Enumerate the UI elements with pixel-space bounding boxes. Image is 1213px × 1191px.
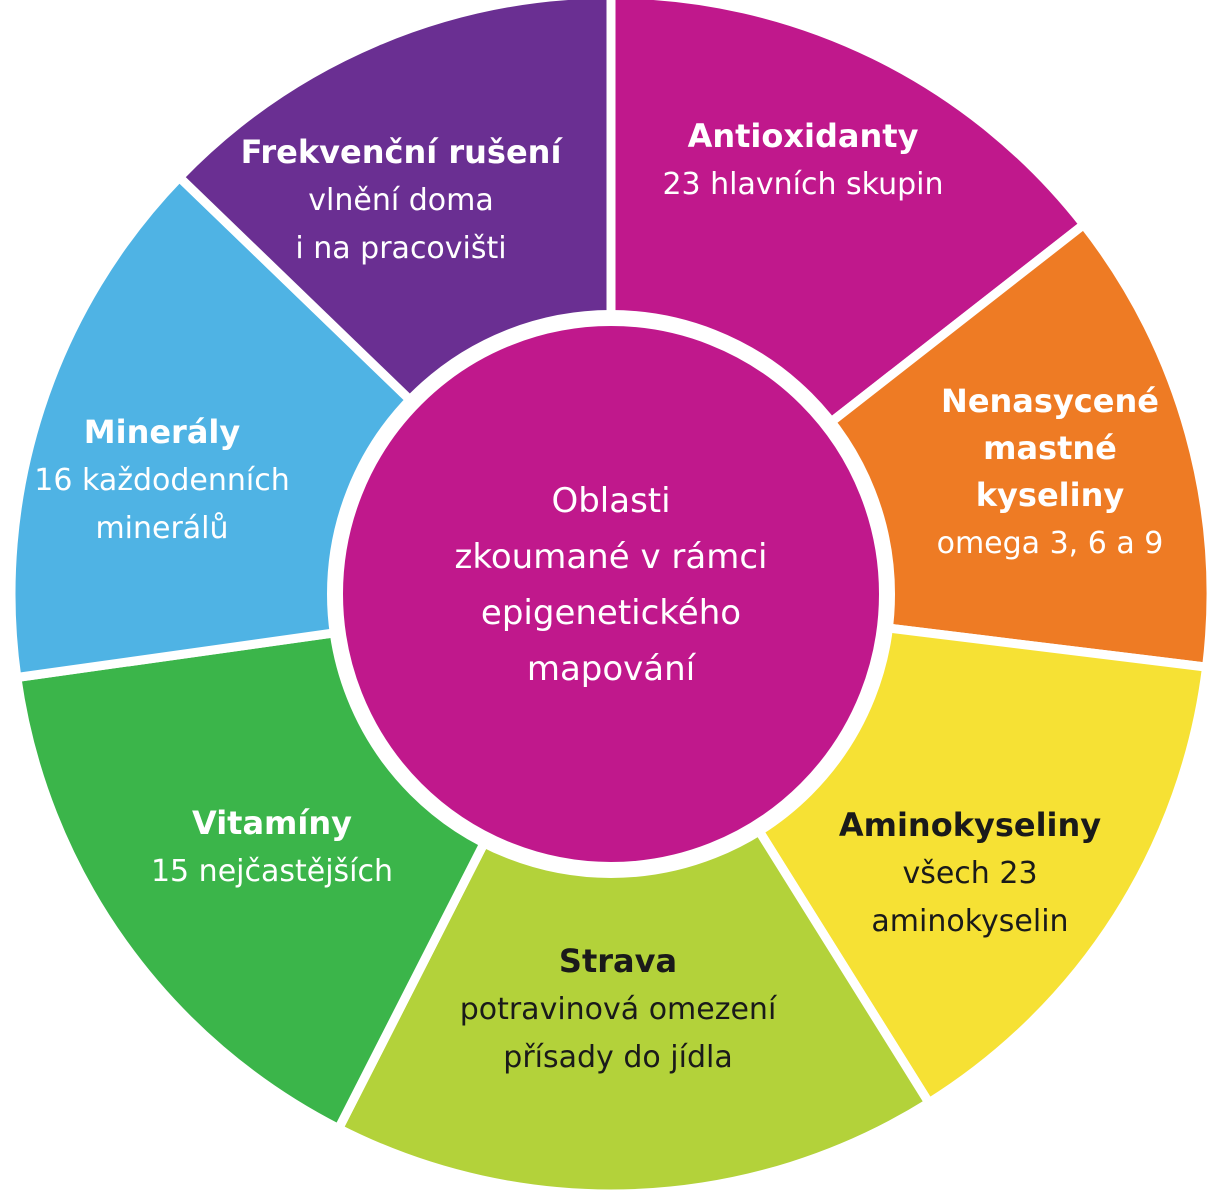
segment-subtitle: všech 23: [902, 856, 1037, 891]
segment-subtitle: 23 hlavních skupin: [662, 167, 943, 202]
segment-subtitle: potravinová omezení: [460, 992, 778, 1027]
center-text-line: mapování: [527, 649, 697, 689]
segment-label-antioxidanty: Antioxidanty 23 hlavních skupin: [662, 117, 943, 202]
segment-title: Strava: [559, 942, 677, 980]
segment-title: kyseliny: [976, 476, 1125, 514]
center-label: Oblasti zkoumané v rámci epigenetického map…: [455, 481, 768, 689]
segment-subtitle: i na pracovišti: [295, 231, 506, 266]
segment-subtitle: přísady do jídla: [503, 1040, 732, 1075]
center-text-line: zkoumané v rámci: [455, 537, 768, 577]
segment-subtitle: vlnění doma: [308, 183, 493, 218]
center-circle: [327, 310, 895, 878]
wheel-segments: [6, 0, 1213, 1191]
center-text-line: epigenetického: [481, 593, 741, 633]
segment-label-aminokyseliny: Aminokyseliny všech 23 aminokyselin: [839, 806, 1101, 939]
wheel-labels: Antioxidanty 23 hlavních skupinNenasycené…: [34, 117, 1163, 1075]
segment-subtitle: 16 každodenních: [34, 463, 289, 498]
segment-title: Minerály: [84, 413, 241, 451]
center-text-line: Oblasti: [551, 481, 670, 521]
segment-subtitle: aminokyselin: [871, 904, 1068, 939]
segment-label-mastne-kyseliny: Nenasycené mastné kyseliny omega 3, 6 a 9: [937, 382, 1164, 561]
segment-title: Frekvenční rušení: [241, 133, 564, 171]
segment-subtitle: 15 nejčastějších: [151, 854, 393, 889]
segment-label-frekvencni-ruseni: Frekvenční rušení vlnění doma i na pracovi…: [241, 133, 564, 266]
segment-subtitle: omega 3, 6 a 9: [937, 526, 1164, 561]
segment-title: mastné: [983, 429, 1117, 467]
segment-label-vitaminy: Vitamíny 15 nejčastějších: [151, 804, 393, 889]
segment-title: Antioxidanty: [688, 117, 919, 155]
segment-title: Aminokyseliny: [839, 806, 1101, 844]
segment-title: Nenasycené: [941, 382, 1159, 420]
segment-title: Vitamíny: [192, 804, 352, 842]
segment-label-strava: Strava potravinová omezení přísady do jídl…: [460, 942, 778, 1075]
segment-subtitle: minerálů: [95, 511, 228, 546]
segment-label-mineraly: Minerály 16 každodenních minerálů: [34, 413, 289, 546]
